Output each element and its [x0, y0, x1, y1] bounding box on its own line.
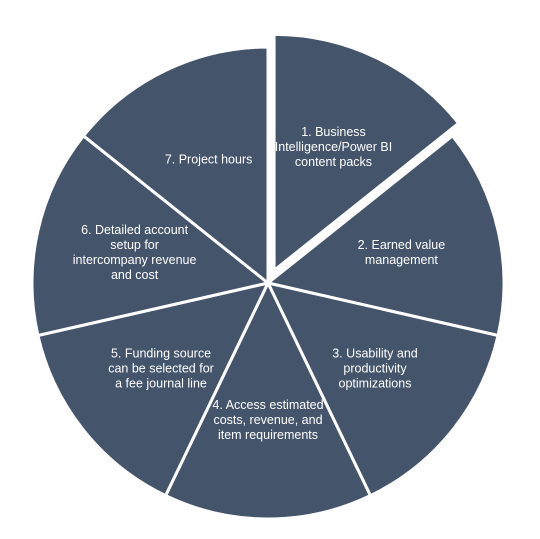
pie-slice-7: [81, 45, 270, 287]
pie-slice-1: [272, 32, 461, 274]
pie-slice-6: [30, 133, 272, 338]
pie-slices: [30, 32, 506, 521]
pie-slice-2: [264, 133, 506, 338]
slice-label-7: 7. Project hours: [165, 153, 253, 167]
pie-slice-4: [163, 279, 373, 521]
pie-slice-5: [36, 280, 271, 498]
pie-slice-3: [265, 280, 500, 498]
